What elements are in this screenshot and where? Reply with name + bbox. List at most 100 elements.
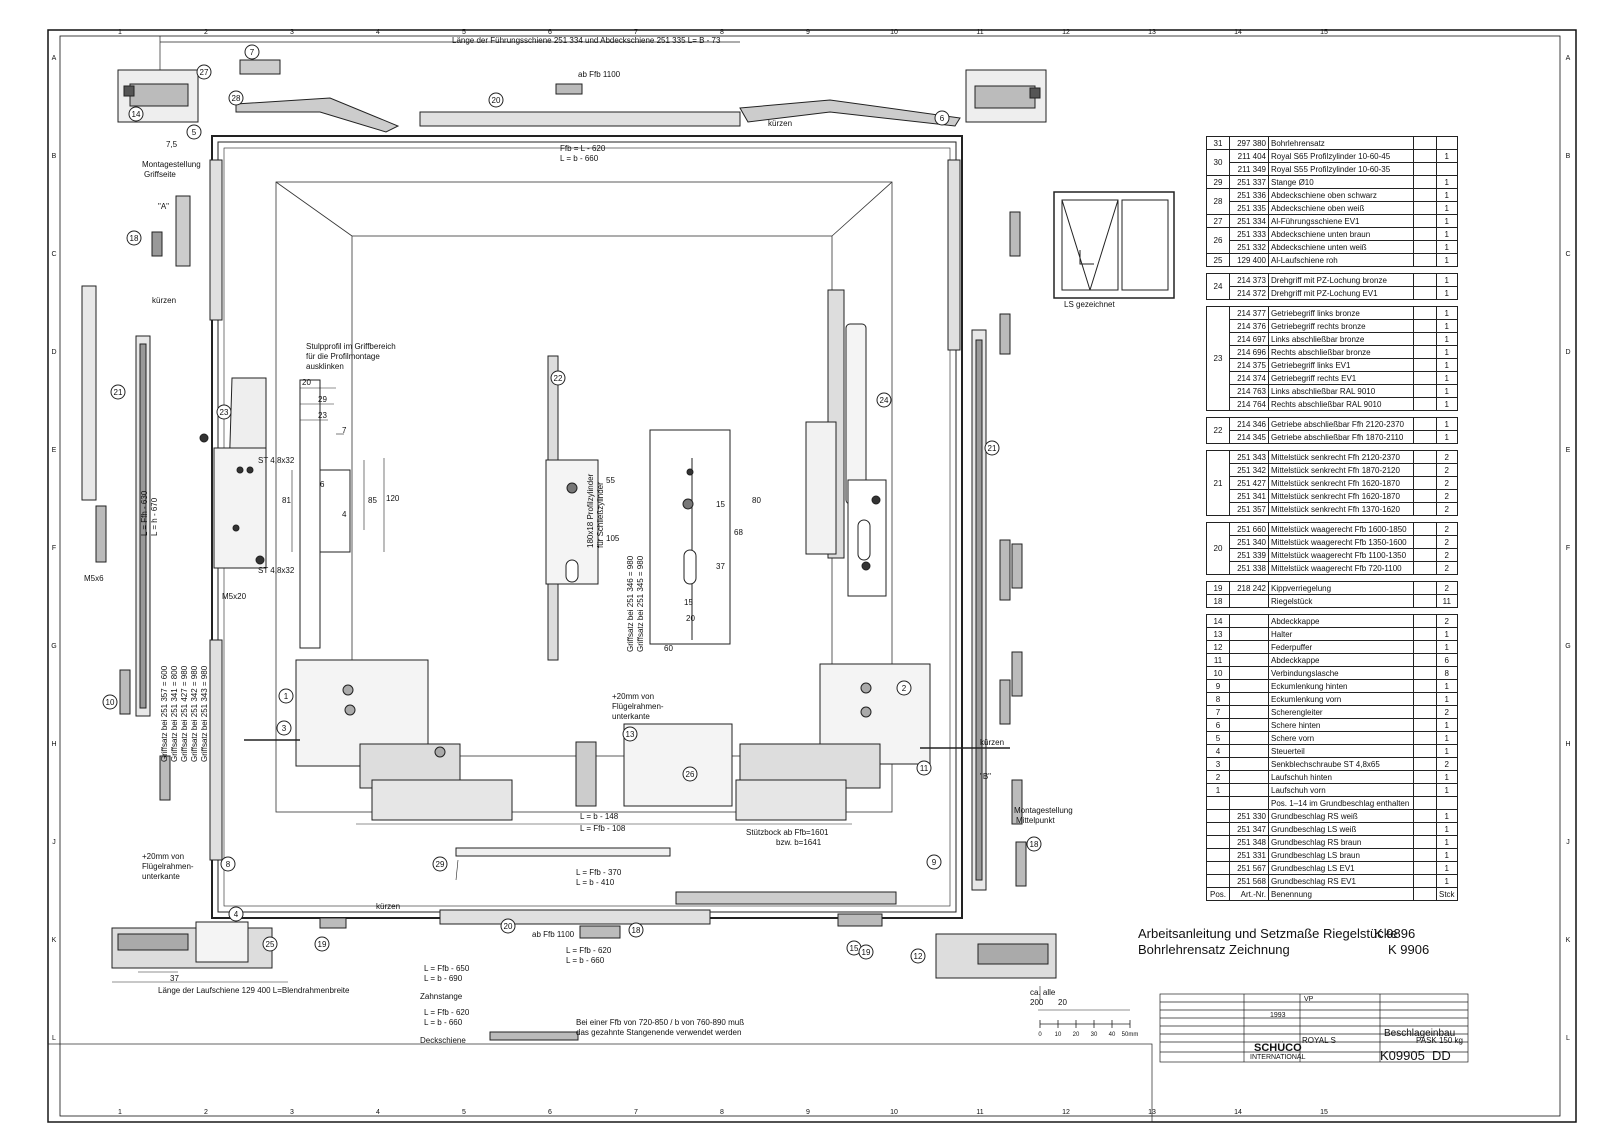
pos-cell: 11 (1206, 653, 1230, 667)
row-letter: L (1566, 1035, 1570, 1042)
pos-cell: 18 (1206, 594, 1230, 608)
art-cell (1229, 796, 1269, 810)
name-cell: Steuerteil (1268, 744, 1414, 758)
callout-21: 21 (110, 384, 126, 400)
note-cell (1413, 149, 1437, 163)
note-cell (1413, 666, 1437, 680)
ffb-note-1: Bei einer Ffb von 720-850 / b von 760-89… (576, 1018, 745, 1027)
ca-alle-label-1: ca. alle (1030, 988, 1056, 997)
column-number: 5 (462, 29, 466, 36)
name-cell: Drehgriff mit PZ-Lochung bronze (1268, 273, 1414, 287)
detail-a-label: "A" (158, 202, 170, 211)
note-cell (1413, 476, 1437, 490)
kuerzen-top-label: kürzen (768, 119, 793, 128)
window-icon-ls (1053, 191, 1175, 299)
column-number: 15 (1320, 1109, 1328, 1116)
name-cell: Royal S65 Profilzylinder 10-60-45 (1268, 149, 1414, 163)
note-cell (1413, 286, 1437, 300)
qty-cell: 8 (1436, 666, 1458, 680)
title-code-1: K 9896 (1374, 926, 1416, 941)
pos-cell: 29 (1206, 175, 1230, 189)
pos-cell: 27 (1206, 214, 1230, 228)
griffsatz-mid-1: Griffsatz bei 251 346 = 980 (626, 555, 635, 652)
column-number: 14 (1234, 29, 1242, 36)
ca-alle-label-2: 200 (1030, 998, 1044, 1007)
zahnstange-label: Zahnstange (420, 992, 463, 1001)
art-cell: 214 346 (1229, 417, 1269, 431)
qty-cell: 1 (1436, 149, 1458, 163)
column-number: 2 (204, 29, 208, 36)
qty-cell: 1 (1436, 718, 1458, 732)
column-number: 2 (204, 1109, 208, 1116)
note-cell (1413, 358, 1437, 372)
dim-80: 80 (752, 496, 761, 505)
art-cell (1229, 640, 1269, 654)
art-cell: 214 376 (1229, 319, 1269, 333)
stulp-label-1: Stulpprofil im Griffbereich (306, 342, 396, 351)
ffb-top-label-2: L = b - 660 (560, 154, 599, 163)
drive-handle (805, 289, 887, 597)
callout-13: 13 (622, 726, 638, 742)
callout-4: 4 (228, 906, 244, 922)
scale-label: 40 (1109, 1032, 1116, 1038)
dim-20b: 20 (686, 614, 695, 623)
kuerzen-right-label: kürzen (980, 738, 1005, 747)
table-spacer (1207, 608, 1458, 615)
qty-cell: 2 (1436, 705, 1458, 719)
qty-cell: 1 (1436, 371, 1458, 385)
dim-68: 68 (734, 528, 743, 537)
note-cell (1413, 640, 1437, 654)
plus20b-label-1: +20mm von (142, 852, 185, 861)
note-cell (1413, 162, 1437, 176)
scale-label: 0 (1038, 1032, 1042, 1038)
qty-cell: 1 (1436, 835, 1458, 849)
callout-number: 15 (850, 944, 859, 953)
callout-number: 8 (226, 860, 231, 869)
qty-cell: 1 (1436, 319, 1458, 333)
row-letter: B (52, 153, 57, 160)
ffb370-label-2: L = b - 410 (576, 878, 615, 887)
name-cell: Grundbeschlag RS braun (1268, 835, 1414, 849)
ffb370-label-1: L = Ffb - 370 (576, 868, 622, 877)
art-cell: 251 338 (1229, 561, 1269, 575)
qty-cell: 1 (1436, 861, 1458, 875)
note-cell (1413, 718, 1437, 732)
ffb620-label-1: L = Ffb - 620 (566, 946, 612, 955)
callout-number: 28 (232, 94, 241, 103)
plus20-label-1: +20mm von (612, 692, 655, 701)
title-line-2: Bohrlehrensatz Zeichnung (1138, 942, 1290, 957)
callout-24: 24 (876, 392, 892, 408)
name-cell: Mittelstück waagerecht Ffb 720-1100 (1268, 561, 1414, 575)
row-letter: D (51, 349, 56, 356)
qty-cell: 1 (1436, 358, 1458, 372)
note-cell (1413, 417, 1437, 431)
callout-number: 25 (266, 940, 275, 949)
art-cell: 251 336 (1229, 188, 1269, 202)
montage-mitte-2: Mittelpunkt (1016, 816, 1055, 825)
pos-cell: 14 (1206, 614, 1230, 628)
callout-18: 18 (1026, 836, 1042, 852)
column-number: 10 (890, 29, 898, 36)
callout-number: 3 (282, 724, 287, 733)
column-number: 7 (634, 29, 638, 36)
dim-6: 6 (320, 480, 325, 489)
note-cell (1413, 874, 1437, 888)
name-cell: Abdeckschiene oben schwarz (1268, 188, 1414, 202)
callout-20: 20 (488, 92, 504, 108)
row-letter: B (1566, 153, 1571, 160)
note-cell (1413, 561, 1437, 575)
title-block (47, 993, 1469, 1123)
art-cell: 214 697 (1229, 332, 1269, 346)
griffsatz-label-5: Griffsatz bei 251 343 = 980 (200, 665, 209, 762)
